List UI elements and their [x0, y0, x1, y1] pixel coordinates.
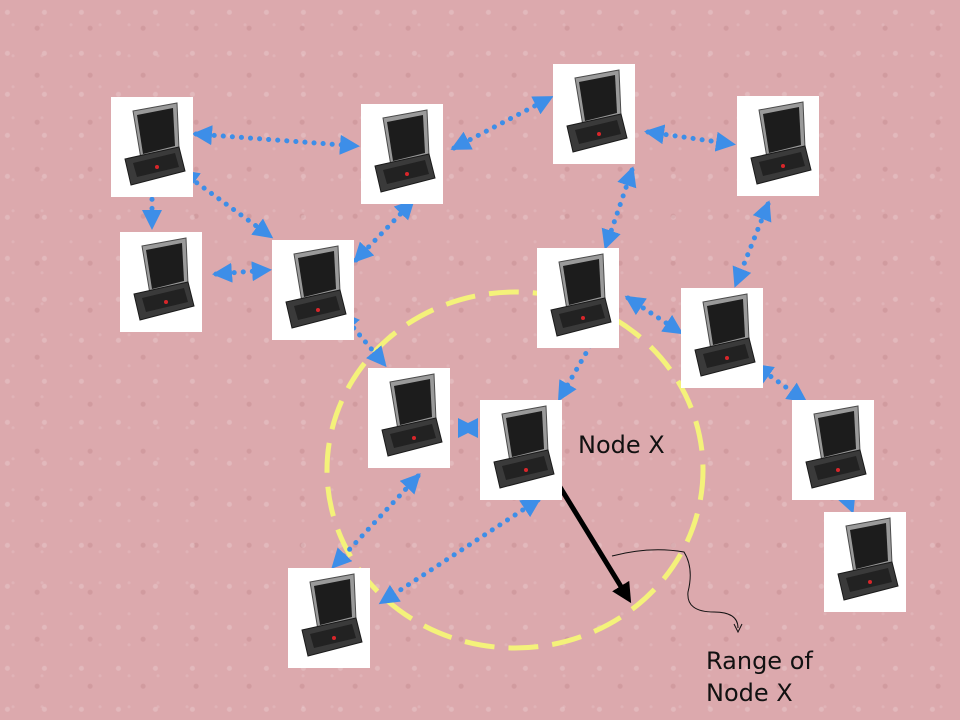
link [192, 125, 360, 155]
link [601, 166, 637, 250]
link [644, 124, 736, 152]
link [752, 363, 808, 403]
range-circle [324, 289, 706, 651]
range-arrow [549, 472, 632, 604]
laptop-icon [360, 103, 444, 205]
laptop-icon [736, 95, 820, 197]
link [353, 199, 415, 263]
laptop-icon-node-x [479, 399, 563, 501]
laptop-icon [823, 511, 907, 613]
node-x-label: Node X [578, 431, 665, 459]
range-label-line2: Node X [706, 679, 793, 707]
laptop-icon [119, 231, 203, 333]
link [732, 200, 772, 288]
range-label-connector [611, 549, 739, 629]
link [378, 497, 542, 605]
laptop-icon [791, 399, 875, 501]
link [331, 473, 421, 569]
laptop-icon [536, 247, 620, 349]
laptop-icon [287, 567, 371, 669]
link [178, 169, 274, 239]
link [212, 261, 272, 283]
nodes [110, 63, 907, 669]
laptop-icon [271, 239, 355, 341]
range-label-line1: Range of [706, 647, 813, 675]
link [450, 95, 554, 151]
laptop-icon [110, 96, 194, 198]
link [624, 295, 684, 335]
link [557, 318, 607, 402]
laptop-icon [552, 63, 636, 165]
laptop-icon [680, 287, 764, 389]
laptop-icon [367, 367, 451, 469]
